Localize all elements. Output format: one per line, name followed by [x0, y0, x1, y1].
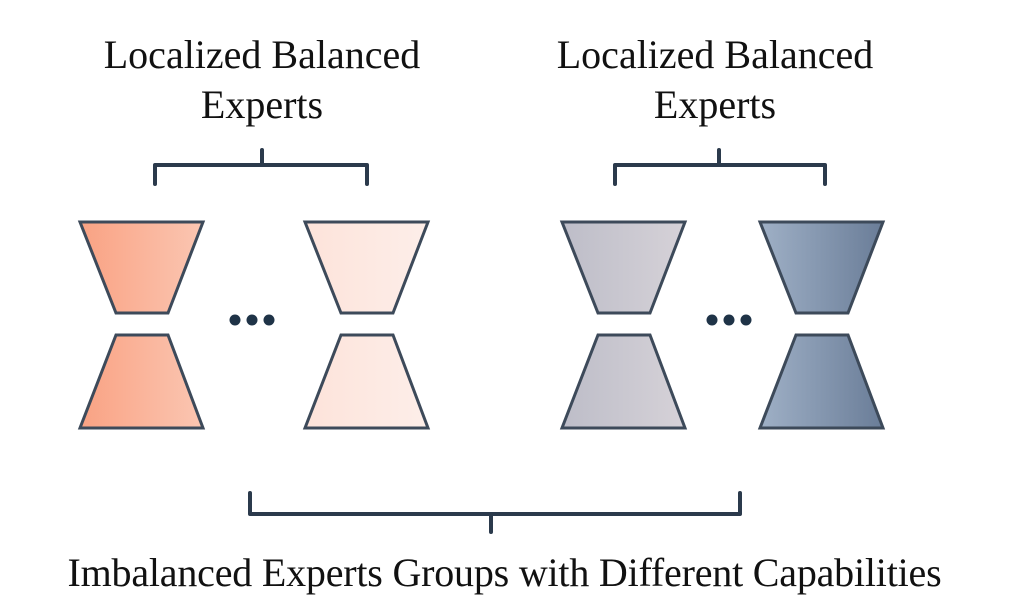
expert-4-bottom-trapezoid — [757, 333, 886, 430]
bracket-group-right — [613, 148, 827, 186]
group-label-left-line1: Localized Balanced — [103, 32, 421, 77]
group-label-right: Localized Balanced Experts — [505, 30, 925, 130]
expert-1-top-trapezoid — [77, 220, 206, 315]
expert-3-bottom-trapezoid — [559, 333, 688, 430]
ellipsis-left — [229, 314, 275, 326]
group-label-left: Localized Balanced Experts — [52, 30, 472, 130]
expert-1-bottom-trapezoid — [77, 333, 206, 430]
expert-3-top-trapezoid — [559, 220, 688, 315]
expert-1 — [77, 220, 206, 430]
expert-3 — [559, 220, 688, 430]
expert-2-bottom-trapezoid — [302, 333, 431, 430]
expert-4-top-trapezoid — [757, 220, 886, 315]
bracket-group-left — [153, 148, 369, 186]
expert-2 — [302, 220, 431, 430]
group-label-right-line1: Localized Balanced — [556, 32, 874, 77]
ellipsis-right — [706, 314, 752, 326]
group-label-right-line2: Experts — [653, 82, 777, 127]
expert-2-top-trapezoid — [302, 220, 431, 315]
bottom-caption: Imbalanced Experts Groups with Different… — [67, 550, 942, 595]
group-label-left-line2: Experts — [200, 82, 324, 127]
expert-4 — [757, 220, 886, 430]
bracket-all-groups — [248, 491, 742, 534]
